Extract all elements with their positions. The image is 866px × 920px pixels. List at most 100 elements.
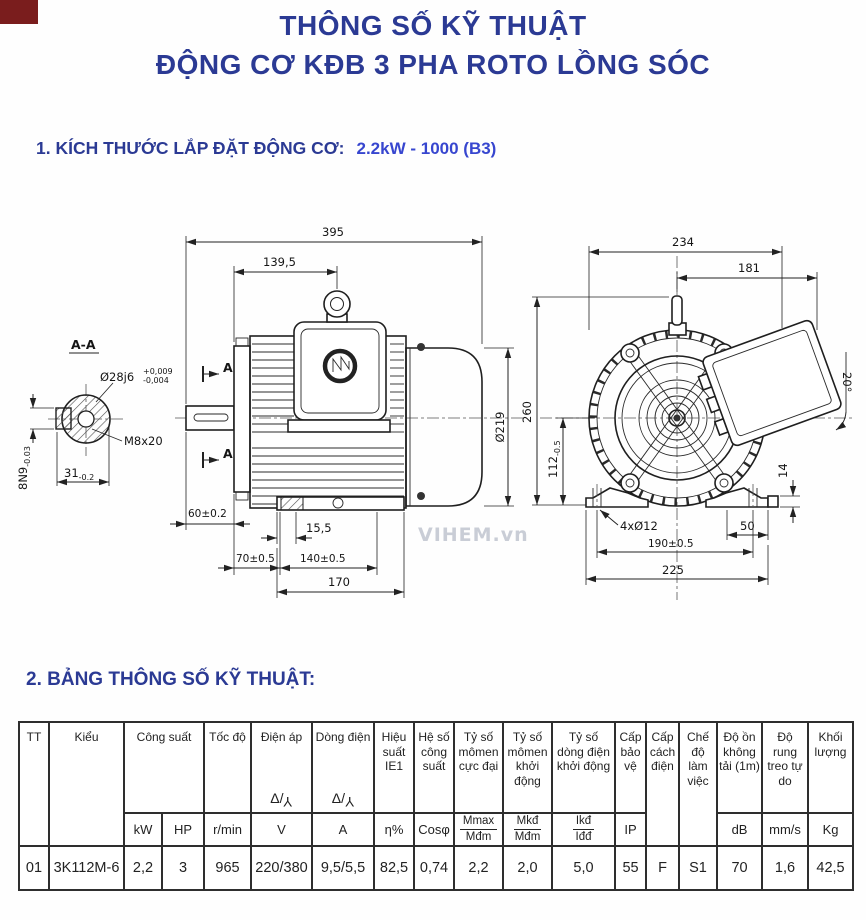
data-amp: 9,5/5,5 — [311, 845, 376, 891]
motor-side-view: A A 395 139,5 Ø219 — [170, 225, 529, 598]
svg-text:A: A — [223, 446, 233, 461]
unit-ip: IP — [614, 812, 648, 847]
col-header-do-rung: Độ rung treo tự do — [761, 721, 810, 814]
data-rpm: 965 — [203, 845, 253, 891]
thread-label: M8x20 — [124, 434, 163, 448]
delta-wye-icon: Δ/Y — [270, 789, 293, 810]
front-view-dimensions: 234 181 260 112-0.5 20° 14 — [520, 235, 854, 585]
terminal-box-front — [697, 319, 842, 447]
col-header-he-so: Hệ số công suất — [413, 721, 456, 814]
dim-70: 70±0.5 — [236, 553, 275, 565]
data-eta: 82,5 — [373, 845, 416, 891]
data-ikd: 5,0 — [551, 845, 617, 891]
dim-60: 60±0.2 — [188, 508, 227, 520]
shaft-section-aa: A-A Ø28j6 +0,009 -0,004 M8x20 8N9-0.03 — [16, 337, 173, 490]
col-header-cap-bao-ve: Cấp bảo vệ — [614, 721, 648, 814]
mounting-feet — [585, 484, 779, 508]
unit-eta: η% — [373, 812, 416, 847]
data-kieu: 3K112M-6 — [48, 845, 125, 891]
data-mmax: 2,2 — [453, 845, 505, 891]
spec-table: TT Kiểu Công suất Tốc độ Điện áp Δ/Y Dòn… — [18, 721, 855, 891]
unit-cosphi: Cosφ — [413, 812, 456, 847]
corner-mark — [0, 0, 38, 24]
col-header-cap-cach-dien: Cấp cách điện — [645, 721, 681, 847]
dim-139-5: 139,5 — [263, 255, 296, 269]
eyebolt — [323, 290, 351, 323]
cooling-fins — [252, 343, 404, 505]
col-header-toc-do: Tốc độ — [203, 721, 253, 814]
document-title: THÔNG SỐ KỸ THUẬT ĐỘNG CƠ KĐB 3 PHA ROTO… — [0, 8, 866, 82]
keyway — [55, 407, 72, 430]
data-volt: 220/380 — [250, 845, 314, 891]
dim-50: 50 — [740, 519, 755, 533]
col-header-khoi-luong: Khối lượng — [807, 721, 855, 814]
dim-dia219: Ø219 — [493, 411, 507, 442]
flat-width-label: 31-0.2 — [64, 466, 94, 482]
data-kw: 2,2 — [123, 845, 163, 891]
unit-amp: A — [311, 812, 376, 847]
shaft — [185, 405, 235, 431]
unit-kg: Kg — [807, 812, 855, 847]
col-header-kieu: Kiểu — [48, 721, 125, 847]
foot — [276, 496, 405, 511]
col-header-do-on: Độ ồn không tải (1m) — [716, 721, 764, 814]
section1-label: 1. KÍCH THƯỚC LẮP ĐẶT ĐỘNG CƠ: — [36, 138, 345, 158]
section2-heading: 2. BẢNG THÔNG SỐ KỸ THUẬT: — [26, 669, 316, 690]
data-db: 70 — [716, 845, 764, 891]
shaft-dia-tol-upper: +0,009 — [143, 367, 173, 376]
data-che-do: S1 — [678, 845, 719, 891]
vihem-logo-icon — [322, 348, 358, 384]
key-width-label: 8N9-0.03 — [16, 446, 32, 490]
technical-drawing: A-A Ø28j6 +0,009 -0,004 M8x20 8N9-0.03 — [16, 225, 855, 600]
col-header-dien-ap: Điện áp Δ/Y — [250, 721, 314, 814]
dim-260: 260 — [520, 401, 534, 423]
data-kg: 42,5 — [807, 845, 855, 891]
data-hp: 3 — [160, 845, 206, 891]
dim-140: 140±0.5 — [300, 553, 346, 565]
col-header-ty-mmax: Tỷ số mômen cực đại — [453, 721, 505, 814]
dim-181: 181 — [738, 261, 760, 275]
unit-hp: HP — [160, 812, 206, 847]
motor-front-view: 234 181 260 112-0.5 20° 14 — [520, 235, 855, 600]
watermark: VIHEM.vn — [418, 524, 529, 546]
title-line-2: ĐỘNG CƠ KĐB 3 PHA ROTO LỒNG SÓC — [155, 49, 711, 80]
title-line-1: THÔNG SỐ KỸ THUẬT — [279, 10, 587, 41]
data-mkd: 2,0 — [502, 845, 554, 891]
dim-20deg: 20° — [840, 372, 854, 392]
svg-text:A: A — [223, 360, 233, 375]
data-tt: 01 — [18, 845, 50, 891]
dim-14: 14 — [776, 463, 790, 478]
dim-234: 234 — [672, 235, 694, 249]
motor-variant: 2.2kW - 1000 (B3) — [356, 139, 497, 158]
unit-volt: V — [250, 812, 314, 847]
data-ip: 55 — [614, 845, 648, 891]
data-cach-dien: F — [645, 845, 681, 891]
section1-heading: 1. KÍCH THƯỚC LẮP ĐẶT ĐỘNG CƠ: 2.2kW - 10… — [36, 138, 496, 159]
col-header-tt: TT — [18, 721, 50, 847]
col-header-hieu-suat: Hiệu suất IE1 — [373, 721, 416, 814]
col-header-che-do: Chế độ làm việc — [678, 721, 719, 847]
col-header-ty-ikd: Tỷ số dòng điện khởi động — [551, 721, 617, 814]
dim-4xd12: 4xØ12 — [620, 519, 658, 533]
eyebolt-front — [668, 295, 687, 336]
shaft-diameter-label: Ø28j6 — [100, 370, 134, 384]
side-view-dimensions: 395 139,5 Ø219 60±0.2 15,5 — [170, 225, 514, 598]
data-cosphi: 0,74 — [413, 845, 456, 891]
section-label: A-A — [71, 337, 96, 352]
col-header-dong-dien: Dòng điện Δ/Y — [311, 721, 376, 814]
col-header-ty-mkd: Tỷ số mômen khởi động — [502, 721, 554, 814]
dim-225: 225 — [662, 563, 684, 577]
section-cut-marks: A A — [202, 360, 233, 468]
unit-mms: mm/s — [761, 812, 810, 847]
shaft-dia-tol-lower: -0,004 — [143, 376, 169, 385]
fan-cover — [405, 347, 483, 507]
unit-kw: kW — [123, 812, 163, 847]
delta-wye-icon: Δ/Y — [331, 789, 355, 810]
foot-pad — [767, 495, 779, 508]
col-header-cong-suat: Công suất — [122, 721, 206, 814]
dim-170: 170 — [328, 575, 350, 589]
